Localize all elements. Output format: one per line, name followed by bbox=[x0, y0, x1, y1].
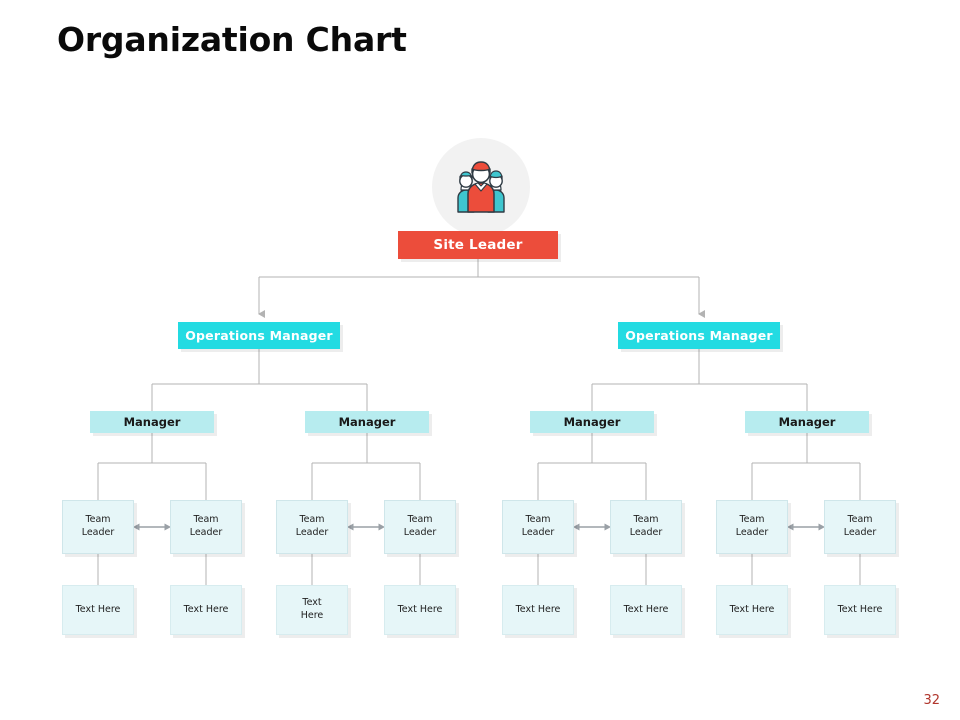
node-team-leader-4[interactable]: Team Leader bbox=[384, 500, 456, 554]
node-label: Manager bbox=[338, 415, 396, 429]
node-site-leader[interactable]: Site Leader bbox=[398, 231, 558, 259]
node-label: Team Leader bbox=[521, 514, 555, 538]
node-team-leader-7[interactable]: Team Leader bbox=[716, 500, 788, 554]
node-label: Text Here bbox=[729, 603, 775, 615]
team-group-icon-graphic bbox=[457, 161, 505, 213]
node-operations-manager-2[interactable]: Operations Manager bbox=[618, 322, 780, 349]
node-label: Text Here bbox=[183, 603, 229, 615]
node-label: Text Here bbox=[623, 603, 669, 615]
node-label: Team Leader bbox=[295, 514, 329, 538]
node-label: Text Here bbox=[75, 603, 121, 615]
node-label: Operations Manager bbox=[185, 328, 333, 343]
node-manager-3[interactable]: Manager bbox=[530, 411, 654, 433]
node-text-here-3[interactable]: Text Here bbox=[276, 585, 348, 635]
node-label: Text Here bbox=[300, 597, 324, 621]
node-manager-1[interactable]: Manager bbox=[90, 411, 214, 433]
node-team-leader-2[interactable]: Team Leader bbox=[170, 500, 242, 554]
node-label: Text Here bbox=[397, 603, 443, 615]
node-operations-manager-1[interactable]: Operations Manager bbox=[178, 322, 340, 349]
node-label: Team Leader bbox=[843, 514, 877, 538]
page-number: 32 bbox=[923, 693, 940, 708]
node-manager-2[interactable]: Manager bbox=[305, 411, 429, 433]
node-text-here-7[interactable]: Text Here bbox=[716, 585, 788, 635]
node-label: Team Leader bbox=[735, 514, 769, 538]
node-text-here-2[interactable]: Text Here bbox=[170, 585, 242, 635]
node-text-here-1[interactable]: Text Here bbox=[62, 585, 134, 635]
node-label: Site Leader bbox=[433, 237, 523, 253]
node-label: Manager bbox=[778, 415, 836, 429]
node-team-leader-8[interactable]: Team Leader bbox=[824, 500, 896, 554]
node-team-leader-1[interactable]: Team Leader bbox=[62, 500, 134, 554]
node-label: Manager bbox=[123, 415, 181, 429]
node-manager-4[interactable]: Manager bbox=[745, 411, 869, 433]
node-team-leader-5[interactable]: Team Leader bbox=[502, 500, 574, 554]
node-team-leader-3[interactable]: Team Leader bbox=[276, 500, 348, 554]
node-label: Text Here bbox=[515, 603, 561, 615]
node-text-here-6[interactable]: Text Here bbox=[610, 585, 682, 635]
node-label: Team Leader bbox=[189, 514, 223, 538]
page-title: Organization Chart bbox=[57, 20, 407, 59]
node-text-here-8[interactable]: Text Here bbox=[824, 585, 896, 635]
node-label: Text Here bbox=[837, 603, 883, 615]
team-group-icon bbox=[432, 138, 530, 236]
node-text-here-4[interactable]: Text Here bbox=[384, 585, 456, 635]
node-team-leader-6[interactable]: Team Leader bbox=[610, 500, 682, 554]
node-label: Team Leader bbox=[403, 514, 437, 538]
node-label: Team Leader bbox=[81, 514, 115, 538]
node-label: Operations Manager bbox=[625, 328, 773, 343]
node-label: Manager bbox=[563, 415, 621, 429]
node-label: Team Leader bbox=[629, 514, 663, 538]
node-text-here-5[interactable]: Text Here bbox=[502, 585, 574, 635]
